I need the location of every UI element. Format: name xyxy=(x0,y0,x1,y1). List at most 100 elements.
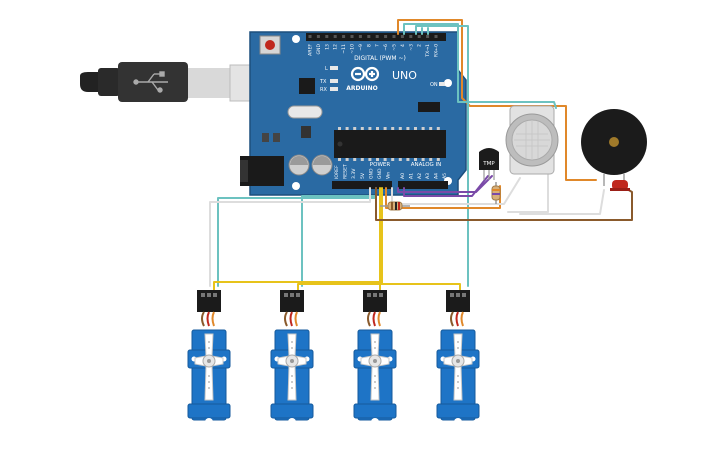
power-pin-label: GND xyxy=(368,168,374,179)
servo-wire xyxy=(289,311,293,327)
servo-motor xyxy=(353,290,397,426)
mounting-hole xyxy=(292,35,300,43)
connector-pin xyxy=(201,293,205,297)
servo-wire xyxy=(450,311,454,327)
servo-mount-hole xyxy=(454,418,462,426)
usb-chip xyxy=(299,78,315,94)
ic-pin xyxy=(383,127,387,130)
servo-horn-hole xyxy=(457,347,459,349)
connector-pin xyxy=(290,293,294,297)
header-pin xyxy=(392,35,396,38)
power-pin-label: GND xyxy=(377,168,383,179)
servo-horn-hole xyxy=(208,381,210,383)
ic-notch xyxy=(337,141,343,147)
resistor-2 xyxy=(491,182,501,204)
servo-horn-hole xyxy=(374,375,376,377)
ic-pin xyxy=(376,127,379,130)
servo-motor xyxy=(187,290,231,426)
smd-component xyxy=(262,133,269,142)
power-pin-label: 3.3V xyxy=(351,168,357,179)
arduino-logo-icon xyxy=(350,66,380,82)
servo-horn-hole xyxy=(291,375,293,377)
servo-mount-tab xyxy=(187,403,231,419)
buzzer-center xyxy=(609,137,619,147)
servo-mount-hole xyxy=(288,418,296,426)
ic-pin xyxy=(338,127,341,130)
led-rim xyxy=(610,188,630,191)
reset-button-cap xyxy=(265,40,275,50)
analog-pin-label: A2 xyxy=(417,173,423,179)
servo-horn-hole xyxy=(457,375,459,377)
connector-pin xyxy=(456,293,460,297)
servo-horn-hole xyxy=(208,375,210,377)
servo-group xyxy=(187,290,480,426)
header-pin xyxy=(417,35,421,38)
servo-horn-hole xyxy=(208,347,210,349)
ic-pin xyxy=(414,158,417,161)
digital-pin-label: RX←0 xyxy=(434,44,440,57)
capacitor-top xyxy=(290,156,308,165)
header-pin xyxy=(308,35,312,38)
wire-servo-power-4 xyxy=(379,283,461,291)
ic-pin xyxy=(406,127,410,130)
header-pin xyxy=(333,35,337,38)
power-pin-label: 5V xyxy=(360,172,366,179)
piezo-buzzer xyxy=(581,109,647,186)
servo-horn-hole xyxy=(291,381,293,383)
servo-wire xyxy=(455,311,459,327)
ic-pin xyxy=(421,127,425,130)
led-rx xyxy=(330,87,338,91)
servo-wire xyxy=(284,311,288,327)
connector-pin xyxy=(367,293,371,297)
ic-pin xyxy=(353,158,357,161)
ic-pin xyxy=(391,127,395,130)
connector-pin xyxy=(284,293,288,297)
wire-servo-2-signal xyxy=(301,195,377,287)
digital-label: DIGITAL (PWM ~) xyxy=(354,55,406,62)
servo-horn-hole xyxy=(208,387,210,389)
header-pin xyxy=(358,35,362,38)
connector-pin xyxy=(207,293,211,297)
servo-horn-hole xyxy=(374,381,376,383)
analog-pin-label: A1 xyxy=(408,173,414,179)
mounting-hole xyxy=(292,182,300,190)
servo-horn-hole xyxy=(374,387,376,389)
ic-pin xyxy=(436,158,440,161)
temp-sensor-label: TMP xyxy=(482,161,495,167)
servo-shaft-screw xyxy=(456,359,460,363)
power-pin-label: RESET xyxy=(343,164,349,179)
servo-mount-tab xyxy=(270,403,314,419)
brand-label: ARDUINO xyxy=(346,85,377,92)
wire-gas-sensor xyxy=(403,23,557,109)
on-label: ON xyxy=(430,82,438,88)
usb-icon xyxy=(133,71,168,93)
header-pin xyxy=(316,35,320,38)
digital-pin-label: ~5 xyxy=(392,44,398,51)
digital-pin-label: ~11 xyxy=(341,44,347,54)
model-label: UNO xyxy=(392,69,417,82)
ic-pin xyxy=(398,158,402,161)
digital-pin-label: 2 xyxy=(417,44,423,47)
digital-pin-label: 8 xyxy=(366,44,372,47)
usb-cable-strain-relief xyxy=(80,72,100,92)
servo-horn-hole xyxy=(208,341,210,343)
header-pin xyxy=(342,35,346,38)
servo-horn-hole xyxy=(291,387,293,389)
servo-shaft-screw xyxy=(373,359,377,363)
servo-wire xyxy=(460,311,464,327)
servo-wire xyxy=(294,311,298,327)
ic-pin xyxy=(345,127,349,130)
gas-sensor-mesh-pattern xyxy=(514,120,550,160)
servo-horn-hole xyxy=(457,341,459,343)
servo-horn-hole xyxy=(374,347,376,349)
header-pin xyxy=(409,35,413,38)
wire-temp-sensor-2 xyxy=(397,175,493,193)
servo-horn-hole xyxy=(457,381,459,383)
analog-pin-label: A3 xyxy=(425,173,431,179)
wire-servo-power-2 xyxy=(297,187,383,291)
led-rx-label: RX xyxy=(320,87,327,93)
led-body xyxy=(612,180,628,190)
connector-pin xyxy=(379,293,383,297)
